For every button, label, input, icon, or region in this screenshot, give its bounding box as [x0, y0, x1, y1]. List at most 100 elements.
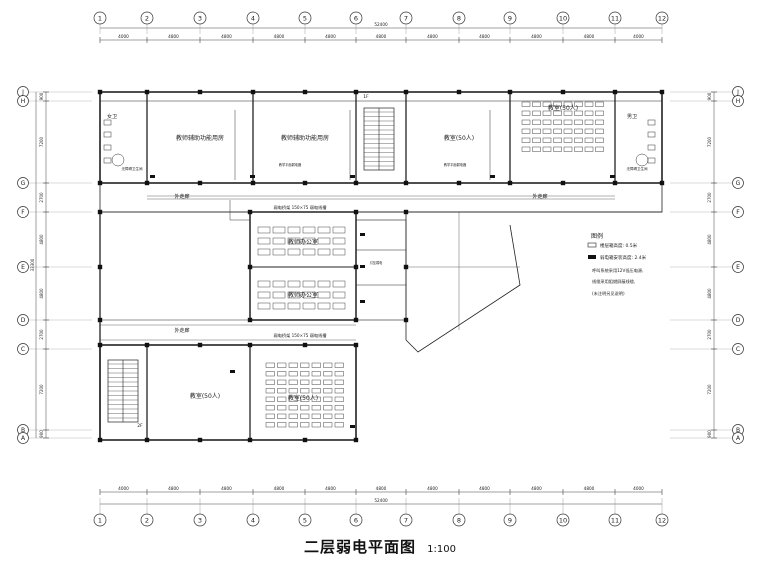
desk — [595, 119, 604, 125]
desk — [300, 405, 310, 411]
axis-bubble-row-G — [17, 177, 29, 189]
desk — [553, 146, 562, 152]
dim-label: 4800 — [479, 486, 490, 491]
axis-label-row-B: B — [736, 427, 740, 434]
office-desk — [272, 291, 286, 299]
structural-column — [97, 342, 103, 348]
desk — [311, 405, 321, 411]
structural-column — [97, 209, 103, 215]
dim-label: 4800 — [39, 234, 44, 245]
structural-column — [659, 180, 665, 186]
desk — [323, 388, 333, 394]
desk — [288, 405, 298, 411]
desk — [277, 388, 287, 394]
dim-label: 4800 — [531, 34, 542, 39]
dim-label: 4000 — [118, 34, 129, 39]
axis-label-col-7: 7 — [404, 516, 408, 524]
office-desk — [257, 302, 271, 310]
desk — [584, 137, 594, 143]
dim-label: 7200 — [39, 136, 44, 147]
office-desk — [332, 280, 346, 288]
dim-label: 4800 — [376, 486, 387, 491]
room-label-corridor-left: 外走廊 — [174, 193, 189, 200]
structural-column — [247, 209, 253, 215]
room-label-toilet-right: 男卫 — [627, 114, 637, 120]
office-desk — [257, 280, 271, 288]
axis-label-row-J: J — [21, 89, 24, 96]
office-desk — [272, 226, 286, 234]
axis-label-row-B: B — [21, 427, 25, 434]
desk — [542, 128, 552, 134]
dim-label: 4800 — [168, 34, 179, 39]
room-label-office-1: 教师办公室 — [288, 238, 318, 246]
room-label-corridor-right: 外走廊 — [532, 193, 547, 200]
desk — [532, 128, 541, 134]
axis-bubble-row-A — [732, 432, 744, 444]
desk — [521, 146, 531, 152]
desk — [265, 422, 275, 428]
dim-label: 900 — [707, 92, 712, 100]
axis-label-col-8: 8 — [457, 516, 461, 524]
axis-label-row-G: G — [21, 180, 26, 187]
weak-current-box — [610, 175, 615, 178]
structural-column — [97, 89, 103, 95]
desk — [563, 119, 573, 125]
office-desk — [287, 237, 301, 245]
desk — [334, 388, 344, 394]
axis-bubble-row-C — [732, 343, 744, 355]
axis-label-col-5: 5 — [303, 14, 307, 22]
desk — [553, 110, 562, 116]
room-label-classroom-bottom-left: 教室(50人) — [190, 392, 220, 400]
dim-label: 4800 — [427, 486, 438, 491]
structural-column — [302, 180, 308, 186]
axis-label-col-10: 10 — [559, 14, 567, 22]
dim-label: 900 — [39, 430, 44, 438]
axis-label-row-E: E — [21, 264, 25, 271]
office-desk — [302, 237, 316, 245]
axis-bubble-row-E — [17, 261, 29, 273]
desk — [334, 422, 344, 428]
structural-column — [353, 317, 359, 323]
dim-label: 4800 — [479, 34, 490, 39]
axis-bubble-row-D — [732, 314, 744, 326]
legend-note-3: (未注明另见说明) — [592, 290, 625, 297]
structural-column — [97, 437, 103, 443]
desk — [595, 101, 604, 107]
room-label-accessible-left: 无障碍卫生间 — [122, 166, 143, 171]
dim-label: 4800 — [39, 288, 44, 299]
desk — [595, 146, 604, 152]
weak-current-box — [150, 175, 155, 178]
desk — [574, 128, 583, 134]
dim-label: 4800 — [325, 486, 336, 491]
walls — [97, 89, 665, 443]
structural-column — [197, 180, 203, 186]
structural-column — [250, 89, 256, 95]
office-desk — [287, 280, 301, 288]
structural-column — [247, 437, 253, 443]
desk — [334, 413, 344, 419]
desk — [584, 146, 594, 152]
dim-label: 4800 — [221, 486, 232, 491]
weak-current-box — [360, 265, 365, 268]
desk — [542, 146, 552, 152]
desk — [288, 371, 298, 377]
service-rooms — [355, 219, 407, 321]
axis-label-row-C: C — [736, 346, 740, 353]
desk — [521, 128, 531, 134]
axis-label-col-2: 2 — [145, 516, 149, 524]
axis-label-col-3: 3 — [198, 516, 202, 524]
desk — [563, 137, 573, 143]
office-desk — [317, 226, 331, 234]
desk — [300, 388, 310, 394]
room-label-toilet-left: 女卫 — [107, 113, 117, 120]
desk — [323, 379, 333, 385]
desk — [277, 413, 287, 419]
desk — [300, 371, 310, 377]
room-label-classroom-top: 教室(50人) — [444, 134, 474, 142]
dim-label: 2700 — [707, 329, 712, 340]
structural-column — [403, 264, 409, 270]
structural-column — [97, 317, 103, 323]
